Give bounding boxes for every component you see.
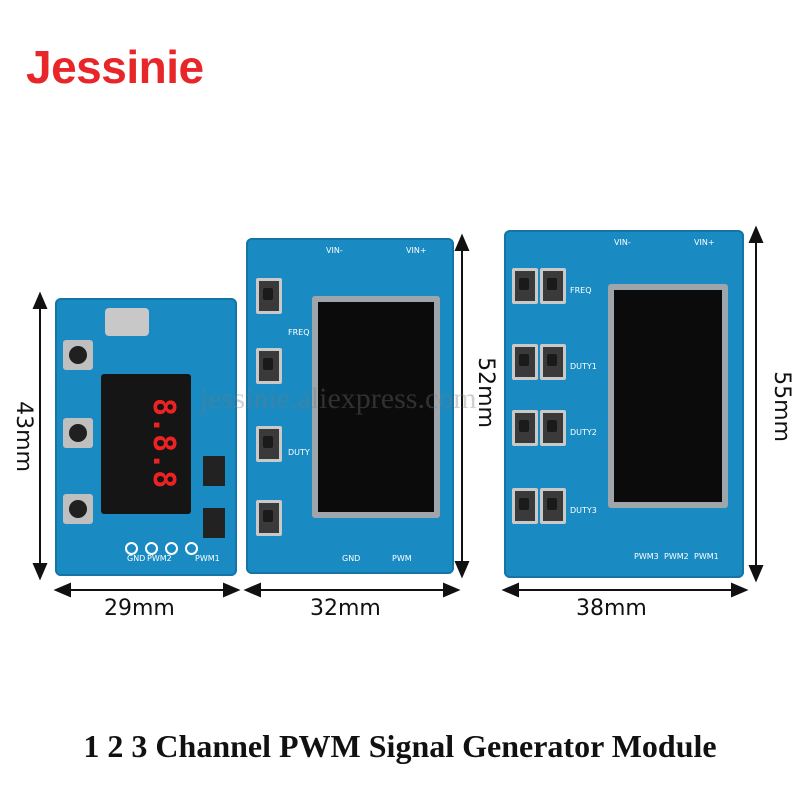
silk-pwm1-3: PWM1 (694, 552, 719, 561)
up-button[interactable] (63, 418, 93, 448)
dim-board3-height: 55mm (768, 371, 794, 442)
pin-4 (185, 542, 198, 555)
silk-gnd-2a: GND (342, 554, 361, 563)
silk-duty1: DUTY1 (570, 362, 597, 371)
silk-pwm2-3: PWM2 (664, 552, 689, 561)
dim-board1-width: 29mm (104, 596, 175, 621)
freq-button-b[interactable] (540, 268, 566, 304)
silk-duty2: DUTY2 (570, 428, 597, 437)
silk-pwm2: PWM2 (147, 554, 172, 563)
silk-duty3: DUTY3 (570, 506, 597, 515)
duty-button-1[interactable] (256, 426, 282, 462)
silk-vin-plus: VIN+ (406, 246, 427, 255)
board-1: 8.8.8 GND PWM2 PWM1 (55, 298, 237, 576)
silk-gnd-1: GND (127, 554, 146, 563)
duty1-button-a[interactable] (512, 344, 538, 380)
silk-duty: DUTY (288, 448, 310, 457)
duty1-button-b[interactable] (540, 344, 566, 380)
pin-3 (165, 542, 178, 555)
duty2-button-a[interactable] (512, 410, 538, 446)
silk-pwm-2: PWM (392, 554, 412, 563)
duty-button-2[interactable] (256, 500, 282, 536)
freq-button-a[interactable] (512, 268, 538, 304)
duty3-button-a[interactable] (512, 488, 538, 524)
chip-lc2 (203, 456, 225, 486)
freq-button-1[interactable] (256, 278, 282, 314)
board-2: VIN- VIN+ FREQ DUTY GND PWM (246, 238, 454, 574)
brand-logo: Jessinie (26, 41, 204, 93)
dim-board2-width: 32mm (310, 596, 381, 621)
pin-2 (145, 542, 158, 555)
dim-board3-width: 38mm (576, 596, 647, 621)
silk-pwm3: PWM3 (634, 552, 659, 561)
pin-1 (125, 542, 138, 555)
freq-button-2[interactable] (256, 348, 282, 384)
duty2-button-b[interactable] (540, 410, 566, 446)
seven-seg-display (101, 374, 191, 514)
duty3-button-b[interactable] (540, 488, 566, 524)
dim-board1-height: 43mm (10, 401, 36, 472)
board-3: VIN- VIN+ FREQ DUTY1 DUTY2 DUTY3 PWM3 PW… (504, 230, 744, 578)
down-button[interactable] (63, 494, 93, 524)
watermark: jessinie.aliexpress.com (200, 382, 477, 415)
silk-vin-minus-3: VIN- (614, 238, 631, 247)
silk-freq-3: FREQ (570, 286, 592, 295)
silk-vin-plus-3: VIN+ (694, 238, 715, 247)
silk-vin-minus: VIN- (326, 246, 343, 255)
usb-port (105, 308, 149, 336)
silk-pwm1: PWM1 (195, 554, 220, 563)
set-button[interactable] (63, 340, 93, 370)
silk-freq: FREQ (288, 328, 310, 337)
lcd-screen-3 (608, 284, 728, 508)
chip-lc1 (203, 508, 225, 538)
product-caption: 1 2 3 Channel PWM Signal Generator Modul… (83, 728, 717, 764)
lcd-screen-2 (312, 296, 440, 518)
